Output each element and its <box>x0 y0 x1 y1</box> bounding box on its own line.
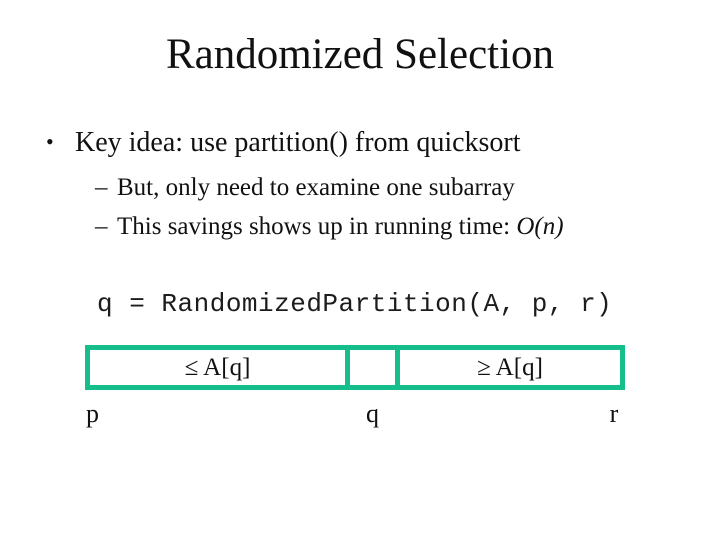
partition-diagram: ≤ A[q] ≥ A[q] <box>85 345 625 390</box>
index-label-r: r <box>609 399 619 428</box>
dash-marker-icon: – <box>95 213 108 240</box>
sub-bullet-item: –This savings shows up in running time: … <box>95 213 564 241</box>
bullet-dot-icon: • <box>46 129 54 154</box>
bullet-text: Key idea: use partition() from quicksort <box>75 127 521 158</box>
slide-title: Randomized Selection <box>165 31 555 78</box>
sub-bullet-item: –But, only need to examine one subarray <box>95 174 515 202</box>
index-label-p: p <box>86 399 99 428</box>
sub-bullet-math: O(n) <box>516 213 564 240</box>
sub-bullet-text: But, only need to examine one subarray <box>117 174 515 201</box>
sub-bullet-text: This savings shows up in running time: <box>117 213 517 240</box>
partition-pivot-cell <box>345 350 400 385</box>
dash-marker-icon: – <box>95 174 108 201</box>
partition-right-subarray: ≥ A[q] <box>477 353 543 381</box>
code-line: q = RandomizedPartition(A, p, r) <box>97 289 613 319</box>
partition-left-subarray: ≤ A[q] <box>184 353 251 381</box>
bullet-item: • Key idea: use partition() from quicksor… <box>46 127 521 159</box>
index-label-q: q <box>366 399 379 428</box>
